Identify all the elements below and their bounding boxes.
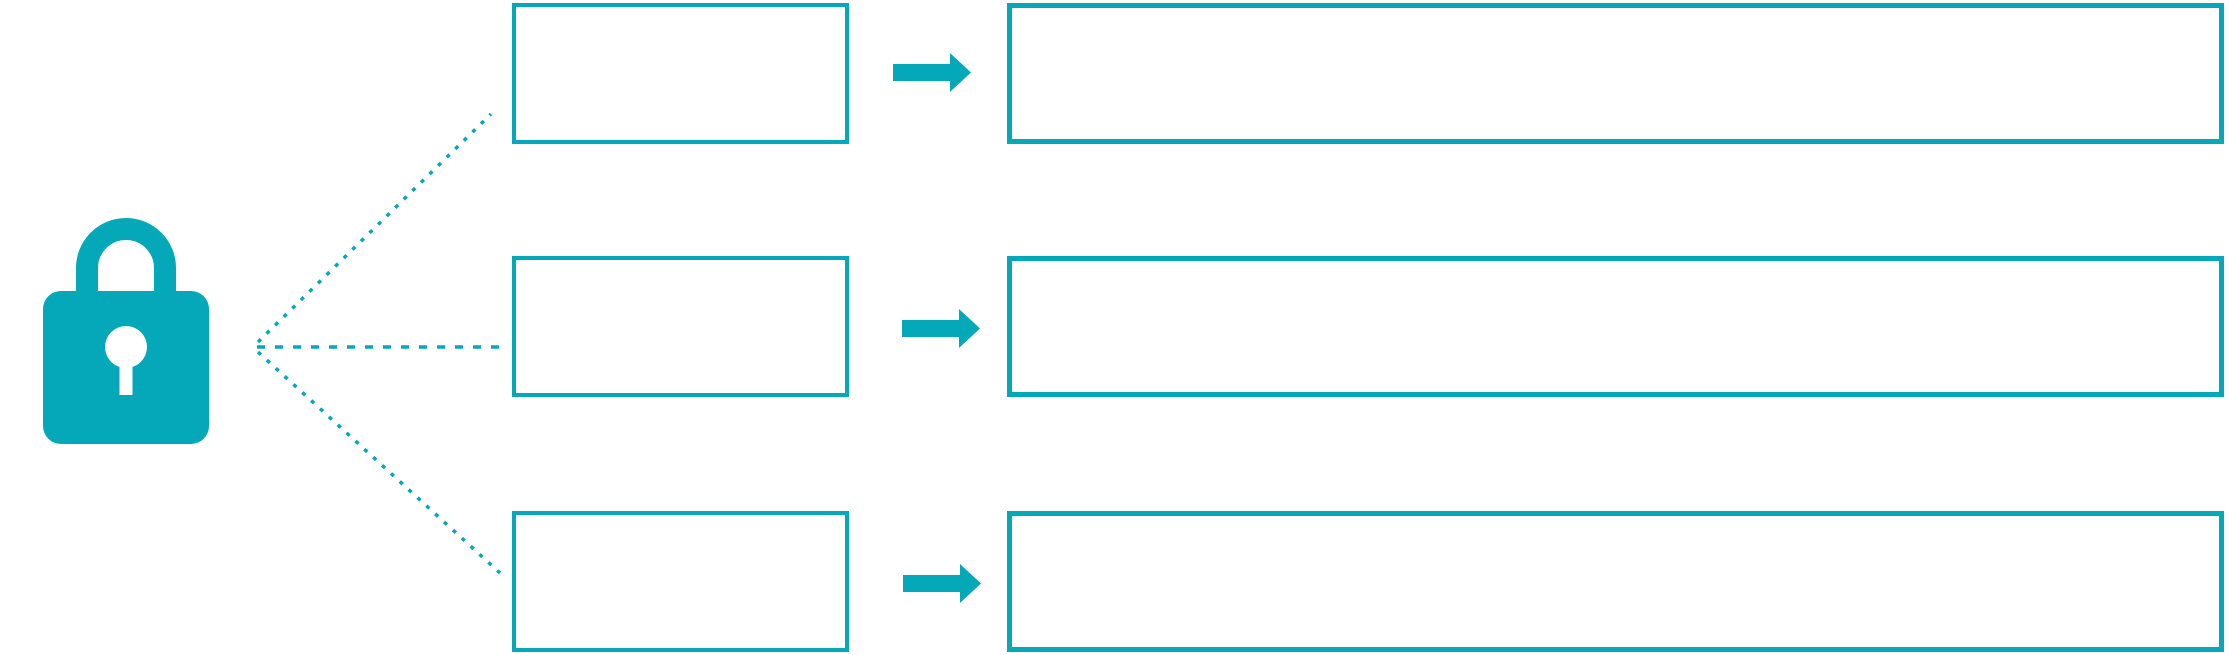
detail-box-1 <box>1007 3 2224 144</box>
lock-keyhole-stem <box>119 345 133 395</box>
branch-box-1 <box>512 3 849 144</box>
branch-box-3 <box>512 511 849 652</box>
detail-box-3 <box>1007 511 2224 652</box>
arrow-right-icon-2 <box>902 309 980 348</box>
lock-shackle <box>76 218 176 300</box>
connector-line-bottom <box>256 350 502 575</box>
arrow-right-icon-3 <box>903 564 981 603</box>
branch-box-2 <box>512 256 849 397</box>
detail-box-2 <box>1007 256 2224 397</box>
lock-icon <box>43 218 209 444</box>
connector-line-top <box>256 112 493 344</box>
arrow-right-icon-1 <box>893 53 971 92</box>
